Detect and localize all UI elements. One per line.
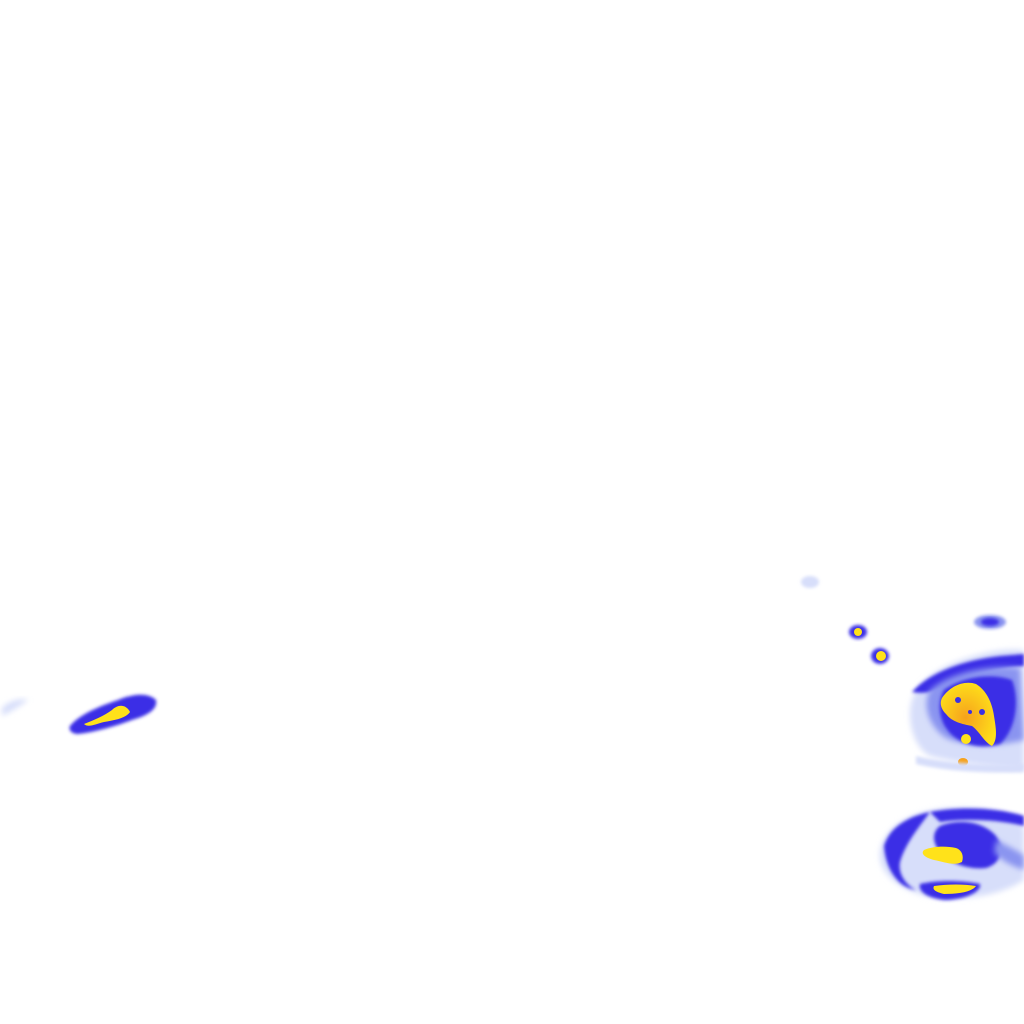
- precipitation-cell-scatter: [801, 576, 1006, 664]
- precipitation-cell-southeast: [879, 807, 1024, 900]
- precipitation-cell-east: [910, 649, 1024, 773]
- precipitation-cell-west: [2, 694, 157, 734]
